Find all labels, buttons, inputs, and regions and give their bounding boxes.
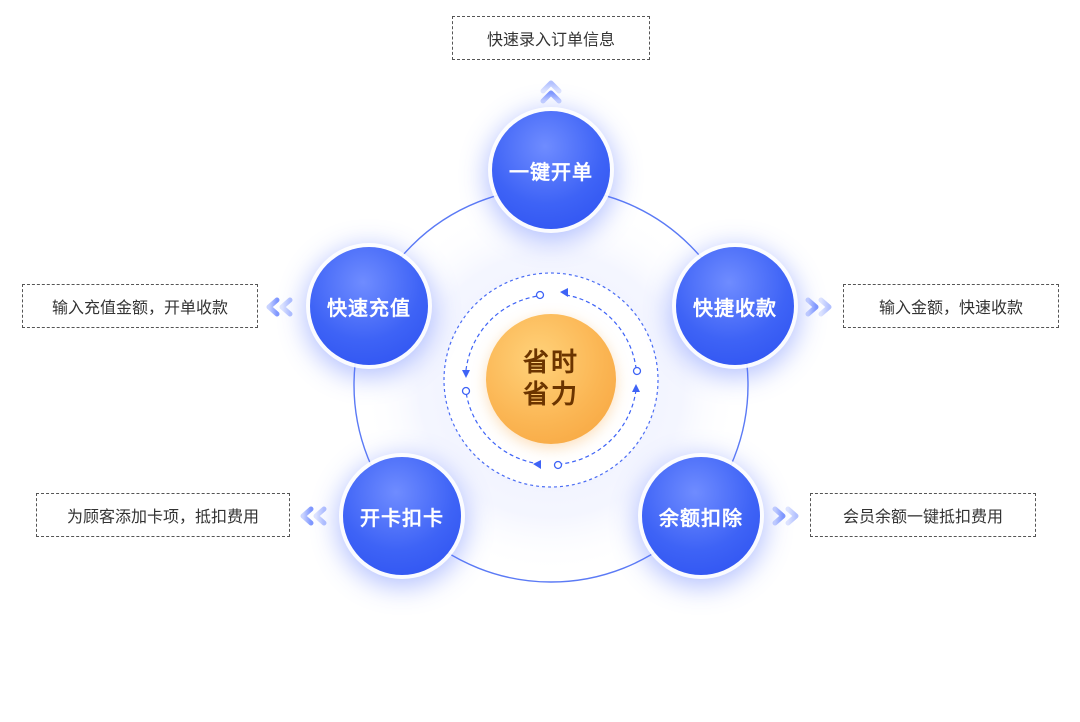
- chevron-right-icon: [772, 506, 799, 526]
- desc-quick-payment: 输入金额，快速收款: [843, 284, 1059, 328]
- node-quick-recharge[interactable]: 快速充值: [310, 247, 428, 365]
- desc-card-deduction: 为顾客添加卡项，抵扣费用: [36, 493, 290, 537]
- desc-one-click-order: 快速录入订单信息: [452, 16, 650, 60]
- node-balance-deduction[interactable]: 余额扣除: [642, 457, 760, 575]
- desc-quick-recharge: 输入充值金额，开单收款: [22, 284, 258, 328]
- center-text-line2: 省力: [522, 380, 579, 410]
- center-text-line1: 省时: [522, 348, 579, 378]
- chevron-up-icon: [540, 80, 562, 104]
- cycle-dots: [461, 290, 642, 470]
- chevron-right-icon: [805, 297, 832, 317]
- center-circle: 省时 省力: [486, 314, 616, 444]
- chevron-left-icon: [300, 506, 327, 526]
- chevron-left-icon: [266, 297, 293, 317]
- node-quick-payment[interactable]: 快捷收款: [676, 247, 794, 365]
- cycle-arrow-heads: [462, 288, 640, 469]
- cycle-arrows: [465, 294, 637, 465]
- node-card-deduction[interactable]: 开卡扣卡: [343, 457, 461, 575]
- node-one-click-order[interactable]: 一键开单: [492, 111, 610, 229]
- desc-balance-deduction: 会员余额一键抵扣费用: [810, 493, 1036, 537]
